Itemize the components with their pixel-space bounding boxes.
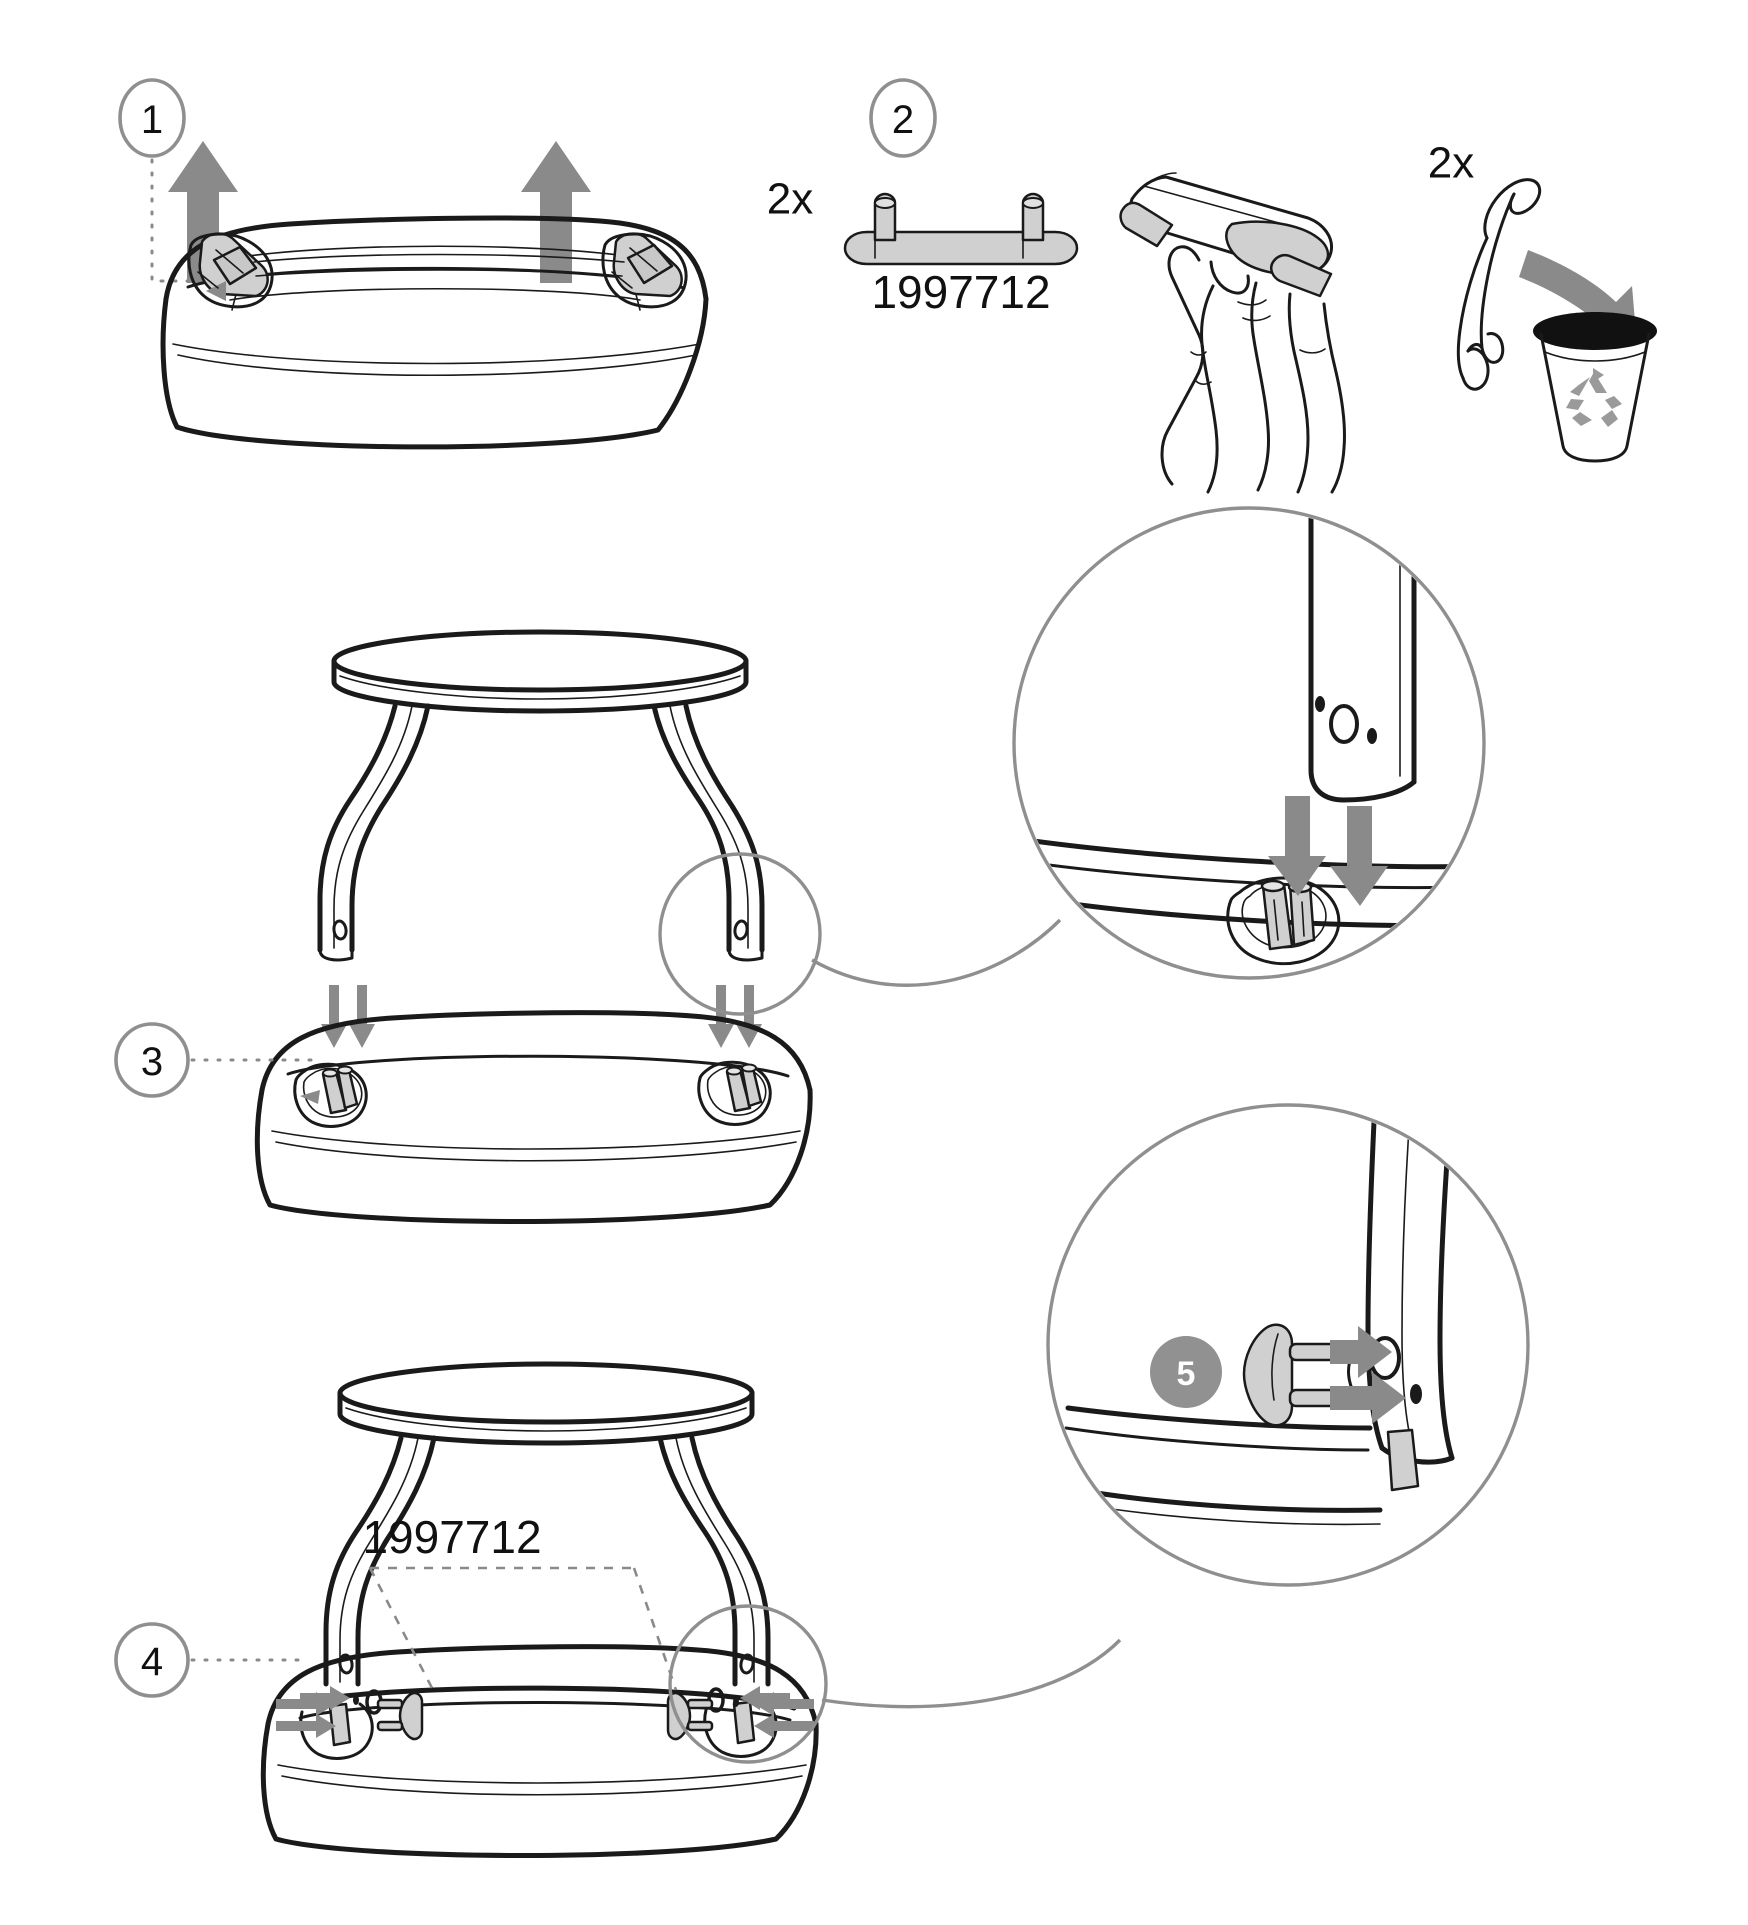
part-leader-left [368, 1567, 434, 1689]
step-marker-3[interactable]: 3 [114, 1022, 190, 1098]
step-marker-2[interactable]: 2 [869, 78, 937, 158]
part-number-step2: 1997712 [871, 266, 1050, 318]
cushion-base-step3 [254, 1010, 813, 1225]
step-marker-1[interactable]: 1 [118, 78, 186, 158]
detail-callout-step5: 5 [668, 1103, 1530, 1764]
assembled-stool-step4 [260, 1361, 819, 1859]
recycle-icon [1566, 368, 1622, 427]
arrow-down-icon [708, 985, 734, 1048]
step-marker-4-label: 4 [141, 1640, 163, 1684]
clip-connector-band [253, 253, 625, 263]
step-marker-1-label: 1 [141, 98, 163, 142]
part-1997712-illustration [843, 192, 1079, 266]
part-leader-right [632, 1567, 678, 1691]
step-marker-5[interactable]: 5 [1150, 1336, 1222, 1408]
arrow-up-icon [521, 141, 591, 283]
push-arrowhead-right [740, 1686, 790, 1710]
discard-quantity-label: 2x [1428, 139, 1474, 188]
step-4-group: 1997712 4 [114, 1103, 1530, 1859]
leg-socket-right[interactable] [697, 1060, 772, 1126]
leg-socket-left-assembled [299, 1702, 374, 1760]
trash-bin-icon [1533, 312, 1657, 463]
leg-socket-left[interactable] [293, 1062, 368, 1128]
step-2-group: 2 2x 1997712 [767, 78, 1657, 494]
locking-pin-left[interactable] [276, 1691, 424, 1741]
step-marker-3-label: 3 [141, 1040, 163, 1084]
arrow-down-icon [321, 985, 347, 1048]
locking-pin-detail[interactable] [1242, 1323, 1338, 1427]
transport-clip-right[interactable] [601, 232, 688, 309]
arrow-up-icon [168, 141, 238, 283]
step-1-group: 1 [118, 78, 709, 450]
arrow-down-icon [349, 985, 375, 1048]
step-marker-5-label: 5 [1177, 1355, 1196, 1393]
step-1-leader [150, 158, 238, 283]
push-arrowhead-left [300, 1686, 350, 1710]
transport-clip-left[interactable] [187, 232, 274, 309]
step-marker-4[interactable]: 4 [114, 1622, 190, 1698]
discarded-clip [1456, 178, 1542, 391]
hand-icon [1119, 172, 1346, 494]
arrow-down-icon [736, 985, 762, 1048]
step-3-group: 3 [114, 506, 1486, 1225]
detail-callout-step3 [658, 506, 1486, 1016]
seat-with-legs-step3 [317, 629, 765, 962]
step-marker-2-label: 2 [892, 98, 914, 142]
part-quantity-label: 2x [767, 175, 813, 224]
part-number-step4: 1997712 [362, 1511, 541, 1563]
clip-connector-band-2 [255, 269, 623, 277]
